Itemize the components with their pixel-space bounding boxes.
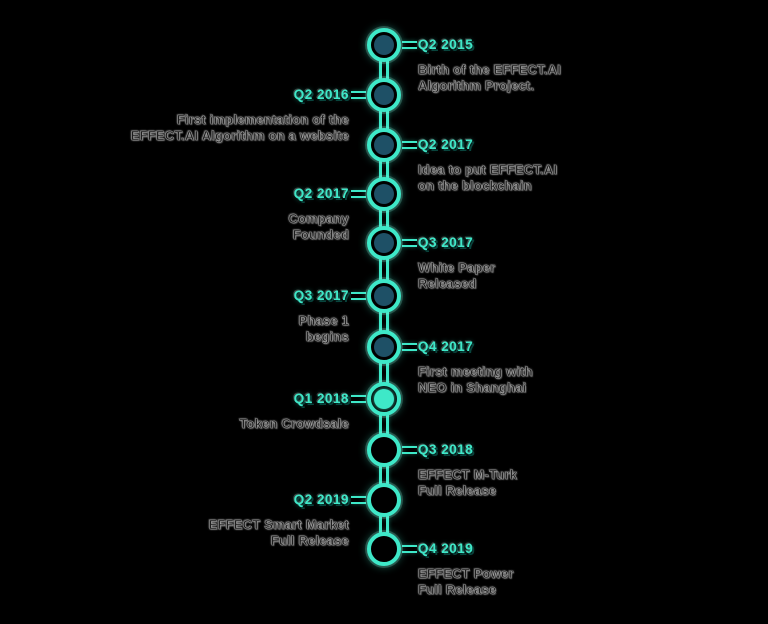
timeline-node	[367, 78, 401, 112]
milestone-date: Q1 2018	[293, 391, 349, 406]
milestone-description: Company Founded	[288, 211, 349, 243]
timeline-node	[367, 128, 401, 162]
milestone-description: EFFECT Smart Market Full Release	[208, 517, 349, 549]
timeline-connector-segment	[379, 259, 389, 280]
node-date-connector	[402, 41, 417, 49]
milestone-description: Phase 1 begins	[298, 313, 349, 345]
node-date-connector	[402, 343, 417, 351]
milestone-date: Q3 2018	[418, 442, 474, 457]
node-date-connector	[402, 141, 417, 149]
timeline-node	[367, 483, 401, 517]
milestone-date: Q4 2019	[418, 541, 474, 556]
timeline-connector-segment	[379, 415, 389, 434]
milestone-description: First meeting with NEO in Shanghai	[418, 364, 533, 396]
node-date-connector	[402, 446, 417, 454]
timeline-node	[367, 330, 401, 364]
node-date-connector	[402, 239, 417, 247]
milestone-description: Token Crowdsale	[239, 416, 349, 432]
timeline-connector-segment	[379, 312, 389, 331]
timeline-connector-segment	[379, 111, 389, 129]
milestone-description: First implementation of the EFFECT.AI Al…	[130, 112, 349, 144]
node-date-connector	[402, 545, 417, 553]
milestone-date: Q3 2017	[293, 288, 349, 303]
milestone-date: Q3 2017	[418, 235, 474, 250]
milestone-date: Q2 2019	[293, 492, 349, 507]
timeline-connector-segment	[379, 161, 389, 178]
timeline-connector-segment	[379, 61, 389, 79]
timeline-node	[367, 226, 401, 260]
milestone-date: Q4 2017	[418, 339, 474, 354]
node-date-connector	[351, 496, 366, 504]
node-date-connector	[351, 190, 366, 198]
timeline-node	[367, 532, 401, 566]
milestone-date: Q2 2017	[418, 137, 474, 152]
milestone-description: EFFECT Power Full Release	[418, 566, 514, 598]
timeline-node	[367, 382, 401, 416]
node-date-connector	[351, 292, 366, 300]
timeline-node	[367, 279, 401, 313]
milestone-description: Birth of the EFFECT.AI Algorithm Project…	[418, 62, 562, 94]
timeline-node	[367, 28, 401, 62]
timeline-node	[367, 177, 401, 211]
milestone-date: Q2 2016	[293, 87, 349, 102]
timeline-node	[367, 433, 401, 467]
node-date-connector	[351, 395, 366, 403]
milestone-date: Q2 2017	[293, 186, 349, 201]
node-date-connector	[351, 91, 366, 99]
milestone-description: EFFECT M-Turk Full Release	[418, 467, 518, 499]
timeline-connector-segment	[379, 363, 389, 383]
milestone-description: White Paper Released	[418, 260, 496, 292]
timeline-connector-segment	[379, 516, 389, 533]
timeline-connector-segment	[379, 210, 389, 227]
timeline-connector-segment	[379, 466, 389, 484]
milestone-description: Idea to put EFFECT.AI on the blockchain	[418, 162, 558, 194]
milestone-date: Q2 2015	[418, 37, 474, 52]
